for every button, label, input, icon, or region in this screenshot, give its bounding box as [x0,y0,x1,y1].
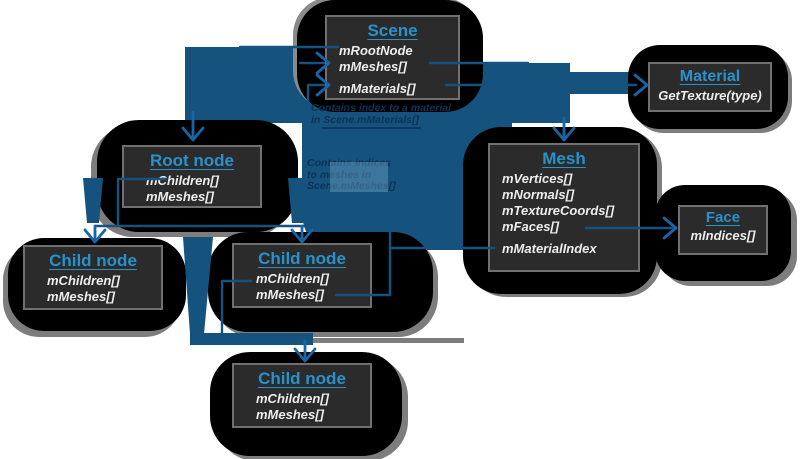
scene-title: Scene [367,21,418,40]
field-label: mFaces[] [502,219,560,234]
mesh-indices-note: Contains indices to meshes in Scene.mMes… [307,157,396,193]
material-index-note: Contains index to a material in Scene.mM… [311,102,452,126]
field-label: mChildren[] [256,391,329,406]
field-label: mVertices[] [502,171,573,186]
field-label: mMeshes[] [47,289,115,304]
mesh-node: Mesh mVertices[] mNormals[] mTextureCoor… [488,143,640,272]
note-line: Scene.mMeshes[] [307,180,396,192]
field-label: mMeshes[] [339,59,407,74]
ribbon-scene-to-rootnode [185,47,201,118]
root-node: Root node mChildren[] mMeshes[] [122,145,262,208]
field-label: mChildren[] [146,173,219,188]
ribbon-to-material [560,72,630,94]
note-line: in Scene.mMaterials[] [311,113,419,126]
field-label: mRootNode [339,43,413,58]
child-node-bottom: Child node mChildren[] mMeshes[] [232,363,372,428]
material-node: Material GetTexture(type) [648,62,772,112]
field-label: mTextureCoords[] [502,203,615,218]
material-title: Material [679,68,741,85]
field-label: mIndices[] [690,228,756,243]
ribbon-to-childbottom-horizontal [190,333,313,345]
child-node-title: Child node [49,251,137,270]
field-label: mMaterialIndex [502,241,597,256]
field-label: mMeshes[] [256,287,324,302]
field-label: mNormals[] [502,187,575,202]
field-label: mChildren[] [47,273,120,288]
field-label: mMeshes[] [146,189,214,204]
note-line: Contains indices [307,157,392,169]
mesh-title: Mesh [542,149,586,168]
child-node-mid: Child node mChildren[] mMeshes[] [232,243,372,308]
child-node-title: Child node [258,369,346,388]
field-label: GetTexture(type) [658,88,762,103]
gray-ghost-bar [312,338,464,343]
note-line: Contains index to a material [311,102,452,114]
ribbon-scene-to-mesh [470,63,570,123]
scene-node: Scene mRootNode mMeshes[] mMaterials[] [325,15,460,100]
field-label: mMeshes[] [256,407,324,422]
face-node: Face mIndices[] [678,205,768,255]
face-title: Face [705,209,741,226]
field-label: mMaterials[] [339,81,416,96]
field-label: mChildren[] [256,271,329,286]
child-node-left: Child node mChildren[] mMeshes[] [23,245,163,310]
child-node-title: Child node [258,249,346,268]
root-node-title: Root node [149,151,235,170]
